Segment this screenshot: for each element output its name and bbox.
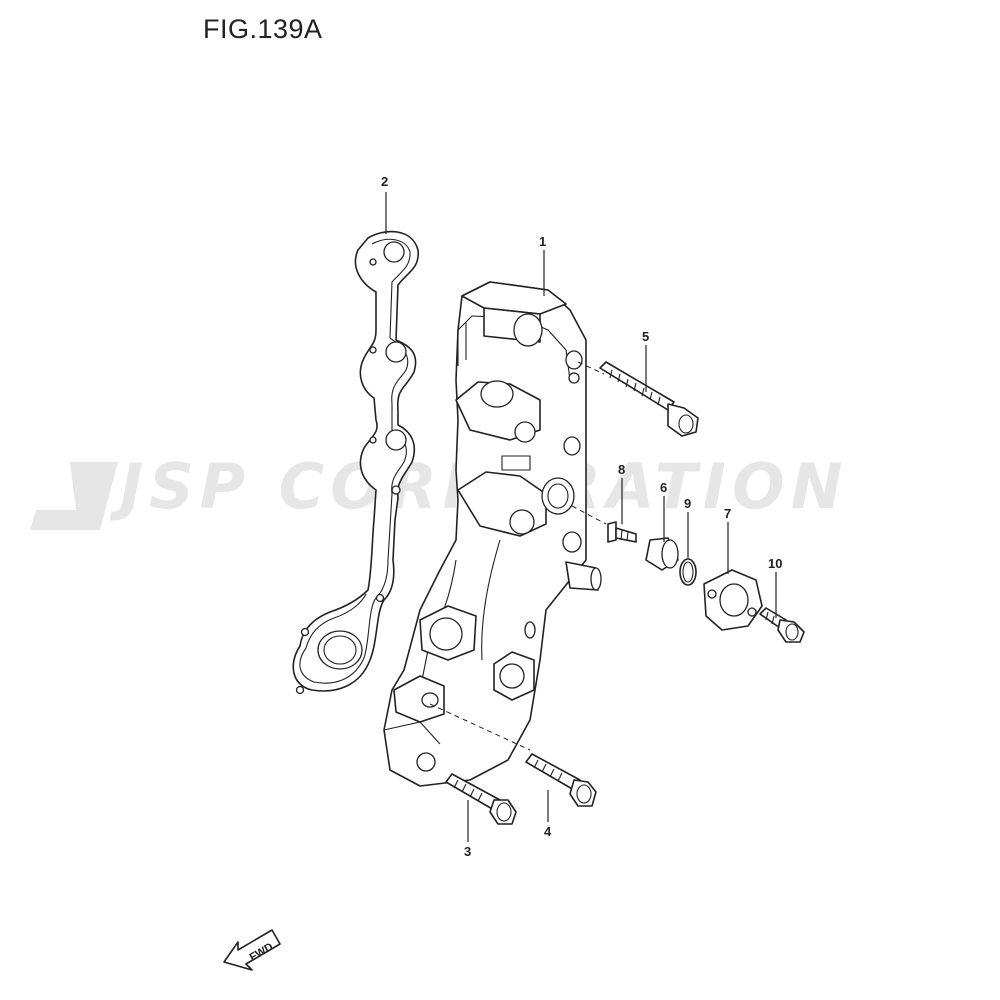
- callout-3: 3: [464, 844, 471, 859]
- callout-numbers: 2 1 5 8 6 9 7 10 4 3: [381, 174, 782, 859]
- gasket-part-2: [292, 230, 419, 695]
- bolt-part-5: [599, 361, 699, 437]
- figure-title: FIG.139A: [203, 14, 323, 44]
- fwd-arrow-icon: [223, 929, 281, 971]
- callout-5: 5: [642, 329, 649, 344]
- callout-4: 4: [544, 824, 552, 839]
- callout-10: 10: [768, 556, 782, 571]
- bolt-part-4: [525, 753, 597, 807]
- fwd-direction-indicator: FWD: [223, 929, 281, 971]
- callout-9: 9: [684, 496, 691, 511]
- callout-2: 2: [381, 174, 388, 189]
- collar-part-6: [645, 537, 679, 571]
- housing-part-1: [383, 281, 607, 787]
- callout-1: 1: [539, 234, 546, 249]
- watermark-logo-icon: [30, 462, 118, 530]
- cap-part-7: [703, 569, 763, 631]
- bolt-part-3: [445, 773, 517, 825]
- callout-6: 6: [660, 480, 667, 495]
- callout-8: 8: [618, 462, 625, 477]
- callout-7: 7: [724, 506, 731, 521]
- screw-part-8: [607, 521, 637, 543]
- o-ring-part-9: [679, 558, 697, 586]
- callout-leaders: [385, 192, 777, 842]
- bolt-part-10: [759, 607, 805, 643]
